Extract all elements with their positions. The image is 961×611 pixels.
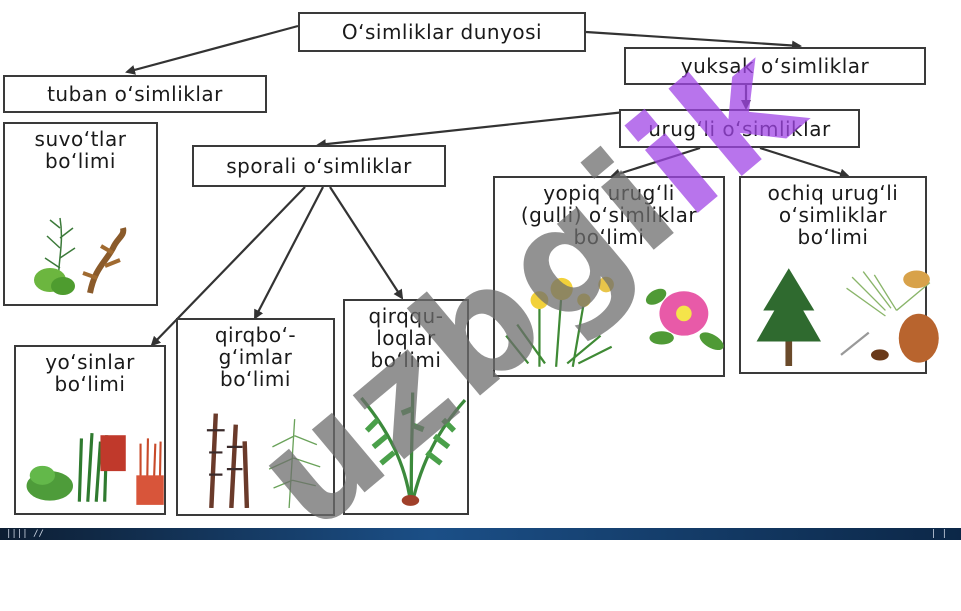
- arrow-root-to-higher: [585, 30, 802, 51]
- horsetail-illustration: [206, 413, 321, 508]
- connector-arrows: [125, 24, 850, 347]
- arrow-seed-to-gymnosperm: [759, 146, 850, 179]
- spore-plants-label: sporali o‘simliklar: [226, 154, 412, 178]
- algae-illustration: [34, 217, 127, 295]
- arrow-higher-to-spore: [316, 110, 626, 150]
- flowering-plant-illustration: [505, 276, 724, 367]
- fern-division-node: qirqqu- loqlar bo‘limi: [343, 299, 469, 515]
- arrow-root-to-lower: [125, 24, 299, 75]
- algae-division-node: suvo‘tlar bo‘limi: [3, 122, 158, 306]
- seed-plants-label: urug‘li o‘simliklar: [648, 116, 831, 141]
- root-node-label: O‘simliklar dunyosi: [341, 20, 543, 44]
- algae-division-label: suvo‘tlar bo‘limi: [34, 127, 127, 173]
- root-node: O‘simliklar dunyosi: [298, 12, 586, 52]
- horsetail-division-node: qirqbo‘- g‘imlar bo‘limi: [176, 318, 335, 516]
- higher-plants-label: yuksak o‘simliklar: [680, 54, 870, 78]
- higher-plants-node: yuksak o‘simliklar: [624, 47, 926, 85]
- moss-division-node: yo‘sinlar bo‘limi: [14, 345, 166, 515]
- lower-plants-node: tuban o‘simliklar: [3, 75, 267, 113]
- footer-left-marks-icon: |||| //: [6, 529, 44, 539]
- horsetail-division-label: qirqbo‘- g‘imlar bo‘limi: [214, 323, 297, 391]
- arrow-spore-to-fern: [329, 186, 404, 300]
- footer-right-marks-icon: | |: [930, 529, 947, 539]
- conifer-illustration: [756, 268, 939, 366]
- footer-bar: |||| // | |: [0, 528, 961, 540]
- moss-illustration: [26, 433, 164, 505]
- gymnosperm-division-node: ochiq urug‘li o‘simliklar bo‘limi: [739, 176, 939, 374]
- fern-division-label: qirqqu- loqlar bo‘limi: [368, 304, 444, 372]
- seed-plants-node: urug‘li o‘simliklar: [619, 109, 860, 148]
- fern-illustration: [360, 392, 467, 506]
- angiosperm-division-label: yopiq urug‘li (gulli) o‘simliklar bo‘lim…: [520, 181, 698, 249]
- lower-plants-label: tuban o‘simliklar: [47, 82, 223, 106]
- moss-division-label: yo‘sinlar bo‘limi: [45, 350, 135, 396]
- angiosperm-division-node: yopiq urug‘li (gulli) o‘simliklar bo‘lim…: [493, 176, 725, 377]
- spore-plants-node: sporali o‘simliklar: [192, 145, 446, 187]
- gymnosperm-division-label: ochiq urug‘li o‘simliklar bo‘limi: [767, 181, 899, 249]
- arrow-seed-to-angiosperm: [610, 146, 701, 179]
- arrow-spore-to-horsetail: [254, 186, 324, 320]
